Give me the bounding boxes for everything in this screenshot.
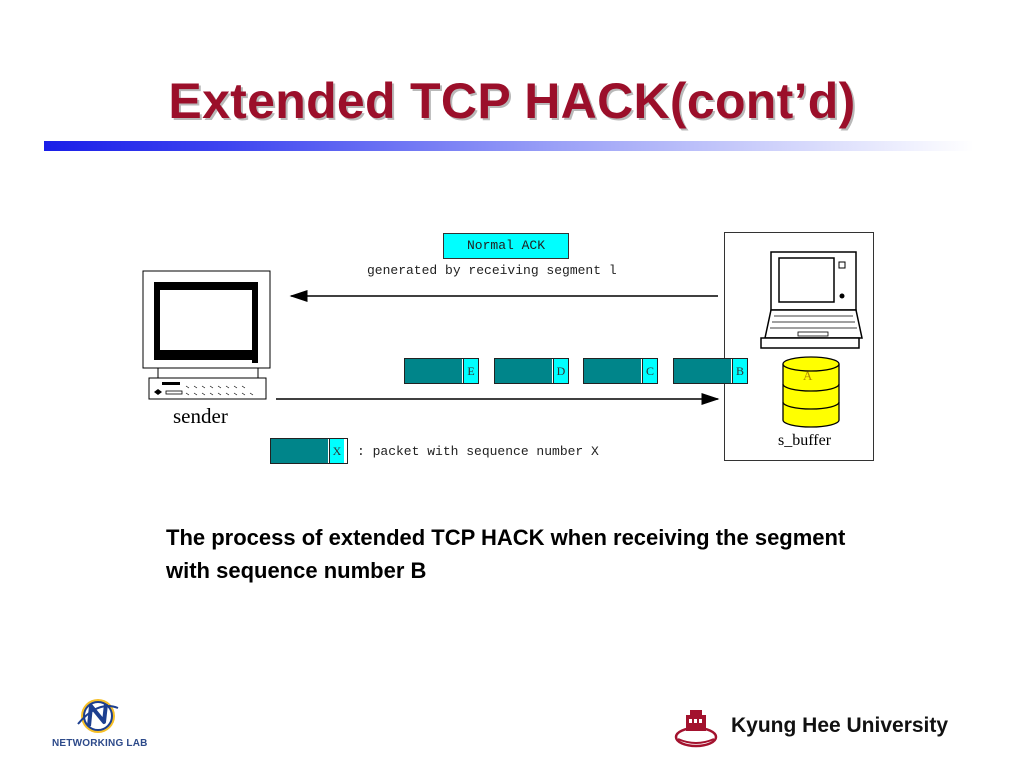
networking-lab-logo	[77, 699, 119, 733]
packet-b-label: B	[732, 359, 747, 383]
legend-packet: X	[270, 438, 348, 464]
university-name: Kyung Hee University	[731, 714, 949, 737]
packet-c: C	[583, 358, 658, 384]
buffer-cell-label: A	[803, 368, 813, 383]
packet-d: D	[494, 358, 569, 384]
ack-description: generated by receiving segment l	[367, 263, 617, 278]
sender-computer-icon	[142, 270, 271, 400]
lab-name: NETWORKING LAB	[52, 738, 148, 749]
title-rule	[44, 141, 974, 151]
legend-packet-label: X	[329, 439, 344, 463]
normal-ack-box: Normal ACK	[443, 233, 569, 259]
legend-text: : packet with sequence number X	[357, 444, 599, 459]
packet-c-label: C	[642, 359, 657, 383]
buffer-label: s_buffer	[778, 432, 832, 449]
receiver-laptop-icon	[760, 251, 863, 349]
slide-title: Extended TCP HACK(cont’d)	[168, 73, 856, 129]
receiver-frame	[724, 232, 874, 461]
packet-d-label: D	[553, 359, 568, 383]
packet-e: E	[404, 358, 479, 384]
sender-label: sender	[173, 404, 228, 428]
buffer-cylinder	[782, 356, 840, 428]
packet-b: B	[673, 358, 748, 384]
university-emblem	[674, 710, 718, 748]
slide-caption: The process of extended TCP HACK when re…	[166, 525, 846, 583]
packet-e-label: E	[463, 359, 478, 383]
